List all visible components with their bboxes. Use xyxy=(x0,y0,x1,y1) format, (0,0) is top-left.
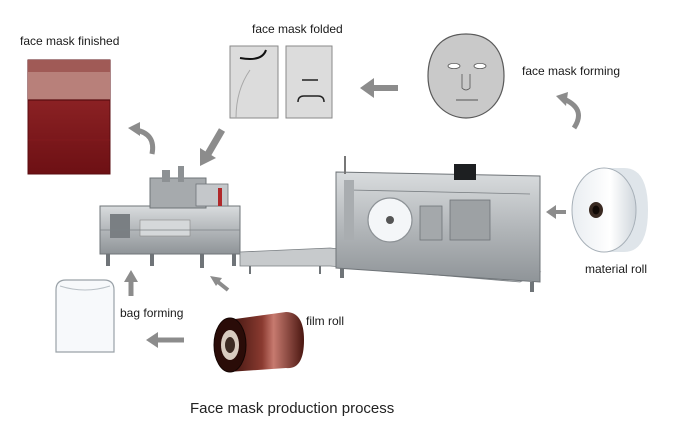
finished-pouch-image xyxy=(27,59,111,175)
diagram-caption: Face mask production process xyxy=(190,400,395,417)
label-face-mask-finished: face mask finished xyxy=(20,34,120,48)
packaging-machine xyxy=(99,166,241,268)
arrow-film-to-machine xyxy=(210,276,230,292)
material-roll-image xyxy=(571,167,648,253)
label-material-roll: material roll xyxy=(585,262,648,276)
arrow-bag-to-machine xyxy=(124,270,138,296)
folded-mask-image xyxy=(229,45,333,119)
arrow-forming-to-folded xyxy=(360,78,398,98)
forming-machine xyxy=(335,156,541,292)
film-roll-image xyxy=(213,312,304,373)
label-face-mask-folded: face mask folded xyxy=(252,22,343,36)
arrow-film-to-bag xyxy=(146,332,184,348)
arrow-material-to-machine xyxy=(546,205,566,219)
mask-forming-image xyxy=(427,33,505,119)
open-bag-image xyxy=(55,279,115,353)
label-bag-forming: bag forming xyxy=(120,306,184,320)
label-film-roll: film roll xyxy=(306,314,344,328)
arrow-curved-to-finished xyxy=(128,122,156,155)
arrow-folded-to-machine xyxy=(200,128,226,166)
arrow-curved-to-forming xyxy=(556,92,581,130)
label-face-mask-forming: face mask forming xyxy=(522,64,621,78)
